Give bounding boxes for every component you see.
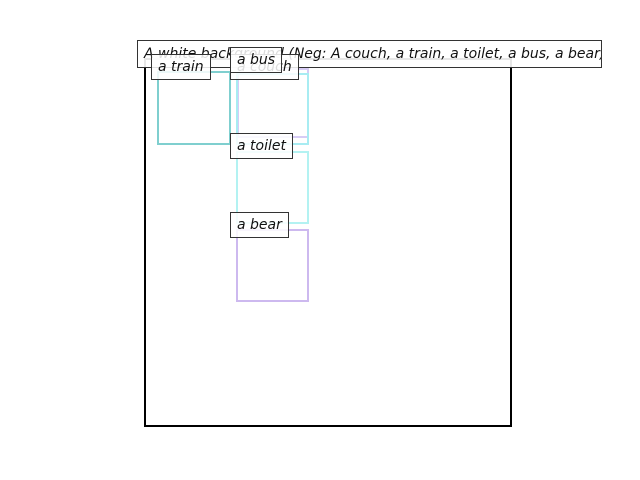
bus-label: a bus [230, 47, 283, 73]
train-label: a train [151, 54, 211, 80]
toilet-label: a toilet [230, 133, 293, 159]
train-box [157, 71, 231, 145]
bear-box [236, 229, 309, 302]
bear-label: a bear [230, 212, 289, 238]
